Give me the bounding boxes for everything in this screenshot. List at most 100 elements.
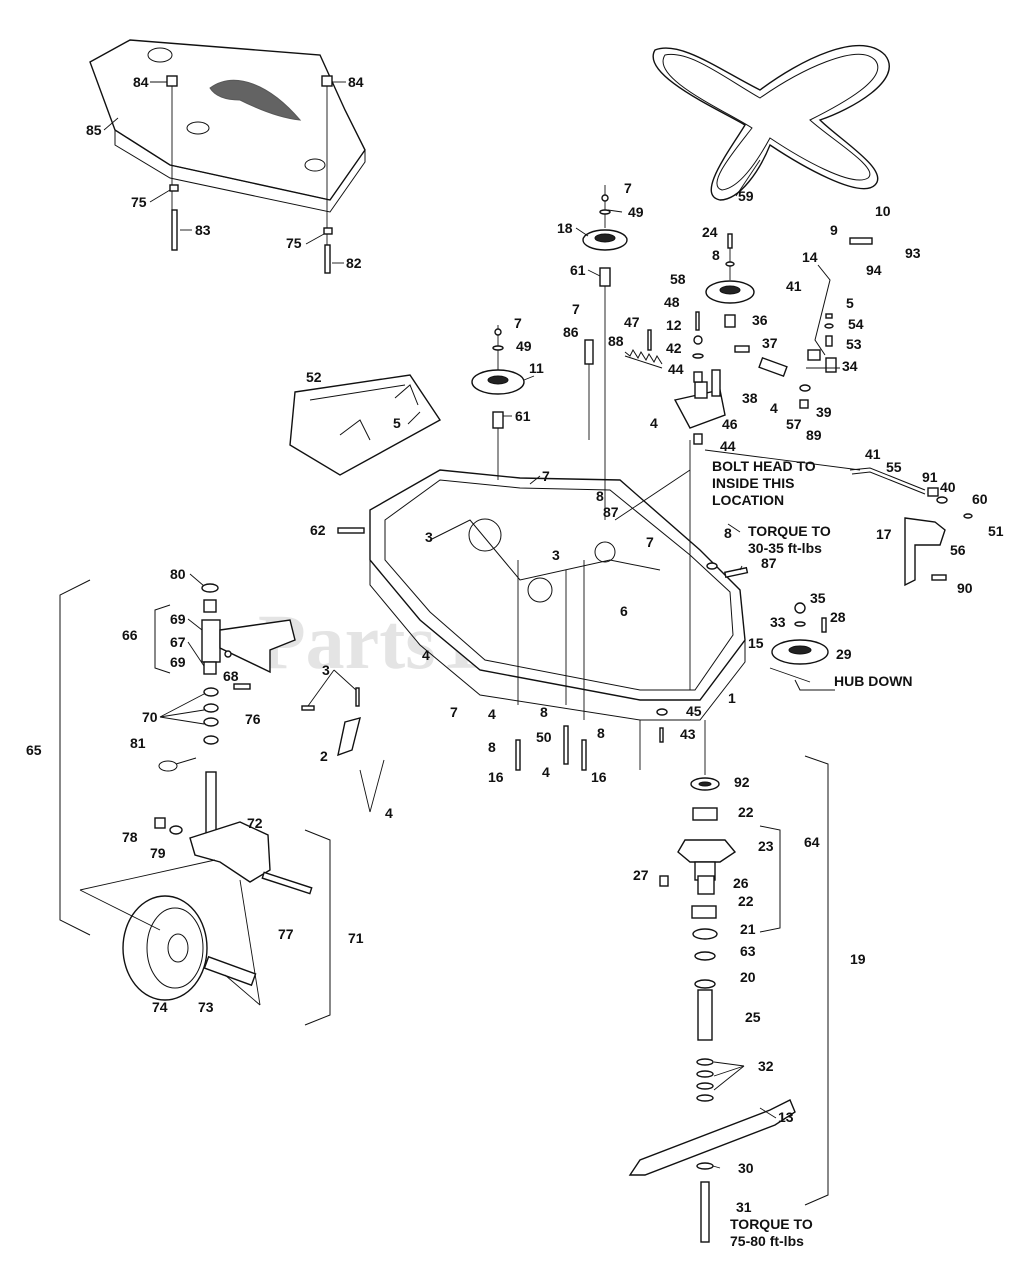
callout: 78 (122, 829, 138, 845)
fitting-68 (224, 650, 232, 658)
washer-42 (692, 353, 704, 359)
callout: 45 (686, 703, 702, 719)
callout: 1 (728, 690, 736, 706)
drive-belt (652, 45, 890, 201)
callout: 75 (286, 235, 302, 251)
nut-91 (927, 487, 939, 497)
bushing-37 (734, 345, 750, 353)
nut-7-b (494, 328, 502, 336)
caster-yoke-72 (189, 821, 271, 883)
callout: 14 (802, 249, 818, 265)
cover-bracket-right (321, 75, 333, 270)
note-hub-down: HUB DOWN (834, 673, 913, 689)
bolt-3-left-b (301, 705, 315, 711)
bolt-head-leader (614, 469, 691, 521)
washers-70 (203, 687, 219, 745)
callout: 3 (322, 662, 330, 678)
callout: 84 (133, 74, 149, 90)
callout: 71 (348, 930, 364, 946)
handle-10 (849, 237, 873, 245)
bracket-56 (904, 517, 946, 587)
callout: 5 (846, 295, 854, 311)
callout: 3 (425, 529, 433, 545)
callout: 59 (738, 188, 754, 204)
callout: 56 (950, 542, 966, 558)
callout: 44 (720, 438, 736, 454)
bracket-19 (804, 755, 829, 1206)
callout: 22 (738, 893, 754, 909)
callout: 74 (152, 999, 168, 1015)
washer-8c (706, 562, 718, 570)
callout: 32 (758, 1058, 774, 1074)
callout: 35 (810, 590, 826, 606)
callout: 11 (529, 360, 544, 376)
callout: 80 (170, 566, 186, 582)
washer-39 (799, 384, 811, 392)
callout: 41 (786, 278, 802, 294)
callout: 61 (570, 262, 586, 278)
key-28 (821, 617, 827, 633)
blade-13 (628, 1099, 796, 1176)
callout: 57 (786, 416, 802, 432)
wheel-74 (122, 895, 208, 1001)
bolt-48 (695, 311, 700, 331)
spacer-86 (584, 339, 594, 365)
callout: 93 (905, 245, 921, 261)
bolt-31 (700, 1181, 710, 1243)
callout: 46 (722, 416, 738, 432)
callout: 89 (806, 427, 822, 443)
washer-54 (824, 323, 834, 329)
bushing-44b (693, 433, 703, 445)
bolt-83 (171, 209, 178, 251)
nut-5 (825, 313, 833, 319)
bushing-69-bot (203, 661, 217, 675)
callout: 84 (348, 74, 364, 90)
note-bolt-head: BOLT HEAD TO INSIDE THIS LOCATION (712, 458, 820, 508)
callout: 58 (670, 271, 686, 287)
callout: 3 (552, 547, 560, 563)
callout: 54 (848, 316, 864, 332)
callout: 49 (628, 204, 644, 220)
callout: 19 (850, 951, 866, 967)
callout: 4 (770, 400, 778, 416)
callout: 77 (278, 926, 294, 942)
callout: 51 (988, 523, 1004, 539)
callout: 23 (758, 838, 774, 854)
spindle-assembly-19 (677, 720, 737, 1102)
washer-30 (696, 1162, 714, 1170)
callout: 90 (957, 580, 973, 596)
washer-33 (794, 621, 806, 627)
callout: 4 (542, 764, 550, 780)
note-torque-75: TORQUE TO 75-80 ft-lbs (730, 1216, 817, 1249)
rod-55 (849, 467, 926, 495)
washer-60 (963, 513, 973, 519)
callout: 8 (540, 704, 548, 720)
nut-35 (794, 602, 806, 614)
bolt-47 (647, 329, 652, 351)
callout: 33 (770, 614, 786, 630)
bolt-24 (727, 233, 733, 249)
bolt-76 (233, 683, 251, 690)
callout: 12 (666, 317, 682, 333)
callout: 5 (393, 415, 401, 431)
callout: 26 (733, 875, 749, 891)
callout: 7 (624, 180, 632, 196)
callout: 9 (830, 222, 838, 238)
pin-81 (158, 757, 197, 772)
callout: 21 (740, 921, 756, 937)
callout: 38 (742, 390, 758, 406)
bolt-43 (659, 727, 664, 743)
callout: 17 (876, 526, 892, 542)
bolt-3-left (355, 687, 360, 707)
hub-down-leader (794, 679, 835, 691)
callout: 24 (702, 224, 718, 240)
idler-pulley-18 (582, 185, 628, 520)
callout: 75 (131, 194, 147, 210)
washer-40 (936, 496, 948, 504)
caster-arm-67 (201, 619, 296, 674)
callout: 13 (778, 1109, 794, 1125)
callout: 62 (310, 522, 326, 538)
nut-75-left (169, 184, 179, 192)
callout: 34 (842, 358, 858, 374)
callout: 86 (563, 324, 579, 340)
